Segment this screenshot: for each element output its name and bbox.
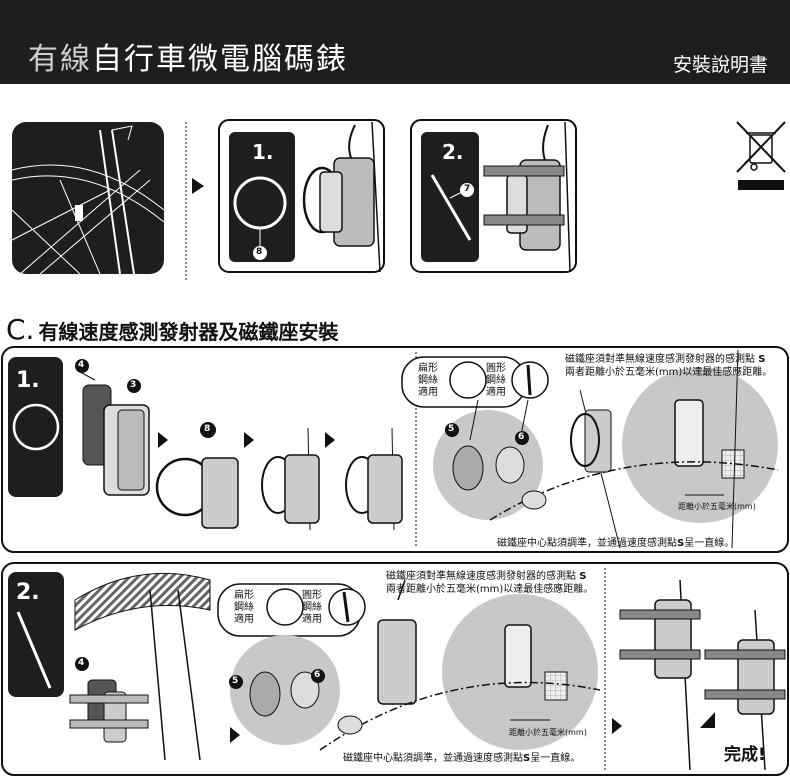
panel1-number: 1.	[16, 368, 40, 393]
sensor-point-mark: S	[758, 354, 766, 365]
final-assembly-illustration	[619, 579, 786, 771]
top-step1-dark	[229, 132, 295, 262]
page-title: 有線自行車微電腦碼錶	[28, 34, 348, 78]
panel1-flat-spoke-label: 扁形鋼絲適用	[418, 363, 438, 398]
panel2-round-spoke-label: 圓形鋼絲適用	[302, 590, 322, 625]
part-7-badge: 7	[464, 184, 471, 194]
panel1-round-spoke-label: 圓形鋼絲適用	[486, 363, 506, 398]
panel1-part-8: 8	[204, 424, 211, 434]
panel2-flat-spoke-label: 扁形鋼絲適用	[234, 590, 254, 625]
panel2-number: 2.	[16, 580, 40, 605]
top-step2-number: 2.	[442, 140, 464, 164]
section-title: 有線速度感測發射器及磁鐵座安裝	[38, 320, 339, 344]
title-main: 自行車微電腦碼錶	[92, 42, 348, 77]
section-letter: C.	[6, 313, 35, 346]
sensor-with-ties-illustration	[483, 121, 571, 273]
panel2-part-5: 5	[232, 676, 239, 686]
panel2-tire	[74, 572, 211, 631]
panel1-ring-icon	[12, 403, 60, 451]
sensor-illustration	[302, 121, 381, 273]
panel2-magnet-closeup	[230, 635, 340, 745]
done-label: 完成!	[724, 745, 766, 765]
panel1-distance-label: 距離小於五毫米(mm)	[678, 502, 756, 511]
panel2-step-tab	[8, 572, 64, 697]
part-8-badge: 8	[256, 247, 263, 257]
panel1-step-tab	[8, 357, 63, 497]
panel2-part-6: 6	[314, 670, 321, 680]
panel2-part-4: 4	[78, 658, 85, 668]
title-prefix: 有線	[28, 42, 92, 77]
section-c-heading: C.有線速度感測發射器及磁鐵座安裝	[6, 313, 338, 346]
weee-disposal-icon	[736, 121, 786, 173]
panel1-part-4: 4	[78, 360, 85, 370]
arrow-icon	[192, 178, 204, 194]
panel1-part-3: 3	[130, 380, 137, 390]
panel1-bottom-note: 磁鐵座中心點須調準，並通過速度感測點S呈一直線。	[497, 538, 735, 549]
bike-wheel-illustration	[11, 122, 165, 275]
header-bar	[0, 0, 790, 84]
panel1-frame	[1, 346, 789, 553]
page-subtitle: 安裝說明書	[672, 54, 768, 76]
panel2-distance-label: 距離小於五毫米(mm)	[509, 728, 587, 737]
panel2-bottom-note: 磁鐵座中心點須調準，並通過速度感測點S呈一直線。	[343, 753, 581, 764]
panel1-part-5: 5	[448, 424, 455, 434]
top-step1-number: 1.	[252, 140, 274, 164]
panel1-part-6: 6	[518, 432, 525, 442]
